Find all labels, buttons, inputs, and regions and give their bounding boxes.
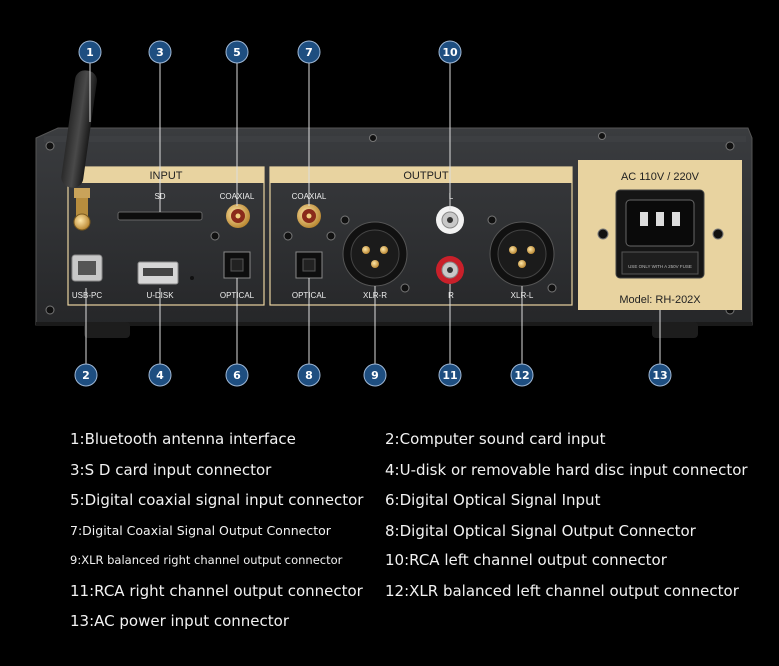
device-illustration: INPUT OUTPUT AC 110V / 220V Model: RH-20… xyxy=(35,40,753,387)
panel-screws xyxy=(45,132,735,315)
legend-item-9: 9:XLR balanced right channel output conn… xyxy=(70,553,343,567)
svg-text:2: 2 xyxy=(82,369,90,382)
legend-item-10: 10:RCA left channel output connector xyxy=(385,551,667,569)
svg-text:12: 12 xyxy=(514,369,529,382)
input-group: INPUT xyxy=(67,166,265,306)
ac-power-inlet: USE ONLY WITH A 250V FUSE xyxy=(597,189,724,279)
xlr-right-output: XLR-R xyxy=(340,215,410,300)
legend-item-13: 13:AC power input connector xyxy=(70,612,290,630)
legend-item-6: 6:Digital Optical Signal Input xyxy=(385,491,601,509)
svg-text:9: 9 xyxy=(371,369,379,382)
leader-lines xyxy=(85,63,661,364)
svg-text:8: 8 xyxy=(305,369,313,382)
legend-item-2: 2:Computer sound card input xyxy=(385,430,606,448)
model-label: Model: RH-202X xyxy=(619,294,701,306)
svg-text:5: 5 xyxy=(233,46,241,59)
input-title: INPUT xyxy=(150,170,183,182)
legend-item-12: 12:XLR balanced left channel output conn… xyxy=(385,582,739,600)
callout-2: 2 xyxy=(74,363,98,387)
legend-item-8: 8:Digital Optical Signal Output Connecto… xyxy=(385,522,696,540)
callout-13: 13 xyxy=(648,363,672,387)
svg-text:13: 13 xyxy=(652,369,667,382)
legend-item-4: 4:U-disk or removable hard disc input co… xyxy=(385,461,748,479)
usb-pc-port: USB-PC xyxy=(71,254,103,300)
callout-9: 9 xyxy=(363,363,387,387)
callout-4: 4 xyxy=(148,363,172,387)
bluetooth-antenna xyxy=(61,70,97,231)
rca-right-output: R xyxy=(436,256,464,300)
svg-text:1: 1 xyxy=(86,46,94,59)
callout-12: 12 xyxy=(510,363,534,387)
device-rear-panel-drawing: INPUT OUTPUT AC 110V / 220V Model: RH-20… xyxy=(35,40,753,387)
legend-item-5: 5:Digital coaxial signal input connector xyxy=(70,491,364,509)
legend-item-11: 11:RCA right channel output connector xyxy=(70,582,363,600)
svg-text:3: 3 xyxy=(156,46,164,59)
callouts: 1 3 5 7 10 2 4 6 8 9 11 12 13 xyxy=(74,40,672,387)
rca-left-output: L xyxy=(436,192,464,234)
svg-text:10: 10 xyxy=(442,46,458,59)
svg-text:6: 6 xyxy=(233,369,241,382)
callout-11: 11 xyxy=(438,363,462,387)
legend-item-1: 1:Bluetooth antenna interface xyxy=(70,430,296,448)
fuse-label: USE ONLY WITH A 250V FUSE xyxy=(628,264,692,269)
usb-pc-label: USB-PC xyxy=(72,291,102,300)
output-group: OUTPUT xyxy=(269,166,573,306)
callout-5: 5 xyxy=(225,40,249,64)
r-label: R xyxy=(448,291,454,300)
legend: 1:Bluetooth antenna interface 2:Computer… xyxy=(0,420,779,666)
output-title: OUTPUT xyxy=(403,170,449,182)
callout-8: 8 xyxy=(297,363,321,387)
ac-voltage-label: AC 110V / 220V xyxy=(621,171,700,183)
legend-item-3: 3:S D card input connector xyxy=(70,461,272,479)
callout-6: 6 xyxy=(225,363,249,387)
l-label: L xyxy=(449,192,454,201)
callout-10: 10 xyxy=(438,40,462,64)
svg-text:4: 4 xyxy=(156,369,164,382)
svg-text:11: 11 xyxy=(442,369,457,382)
svg-text:7: 7 xyxy=(305,46,313,59)
callout-3: 3 xyxy=(148,40,172,64)
callout-1: 1 xyxy=(78,40,102,64)
legend-item-7: 7:Digital Coaxial Signal Output Connecto… xyxy=(70,523,331,538)
callout-7: 7 xyxy=(297,40,321,64)
